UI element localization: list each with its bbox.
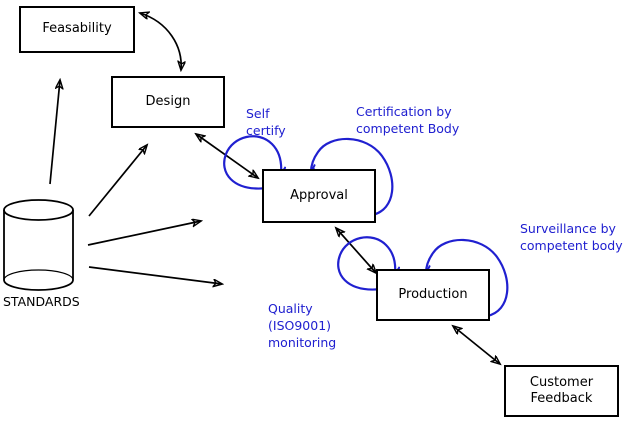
- annotation-surveillance-by-competent-body: Surveillance by competent body: [520, 221, 623, 253]
- standards-store-label: STANDARDS: [3, 294, 80, 309]
- standards-cylinder-shape: [3, 199, 74, 291]
- annotation-self-certify: Self certify: [246, 106, 286, 138]
- edge-feasability-design: [140, 13, 181, 70]
- node-approval-label: Approval: [290, 187, 348, 203]
- annotation-quality-iso9001-monitoring: Quality (ISO9001) monitoring: [268, 301, 337, 350]
- annotation-certification-by-competent-body: Certification by competent Body: [356, 104, 460, 136]
- node-approval[interactable]: Approval: [262, 169, 376, 223]
- edge-standards-feasability: [49, 80, 60, 185]
- node-design-label: Design: [145, 93, 191, 109]
- node-production-label: Production: [398, 286, 468, 302]
- edge-standards-production: [88, 266, 222, 284]
- edge-approval-production: [336, 228, 376, 273]
- node-feasability[interactable]: Feasability: [19, 6, 135, 53]
- edge-production-customer-feedback: [453, 326, 500, 364]
- self-loop-approval-self-certify: [223, 135, 281, 190]
- edge-design-approval: [196, 134, 258, 178]
- self-loop-production-quality: [337, 236, 395, 291]
- edge-standards-design: [88, 145, 147, 217]
- node-feasability-label: Feasability: [42, 21, 112, 37]
- node-customer-feedback-label: Customer Feedback: [529, 374, 594, 406]
- edge-standards-approval: [87, 221, 201, 246]
- self-loop-approval-certification: [311, 137, 394, 217]
- self-loop-production-surveillance: [426, 238, 509, 318]
- node-customer-feedback[interactable]: Customer Feedback: [504, 365, 619, 417]
- node-design[interactable]: Design: [111, 76, 225, 128]
- node-production[interactable]: Production: [376, 269, 490, 321]
